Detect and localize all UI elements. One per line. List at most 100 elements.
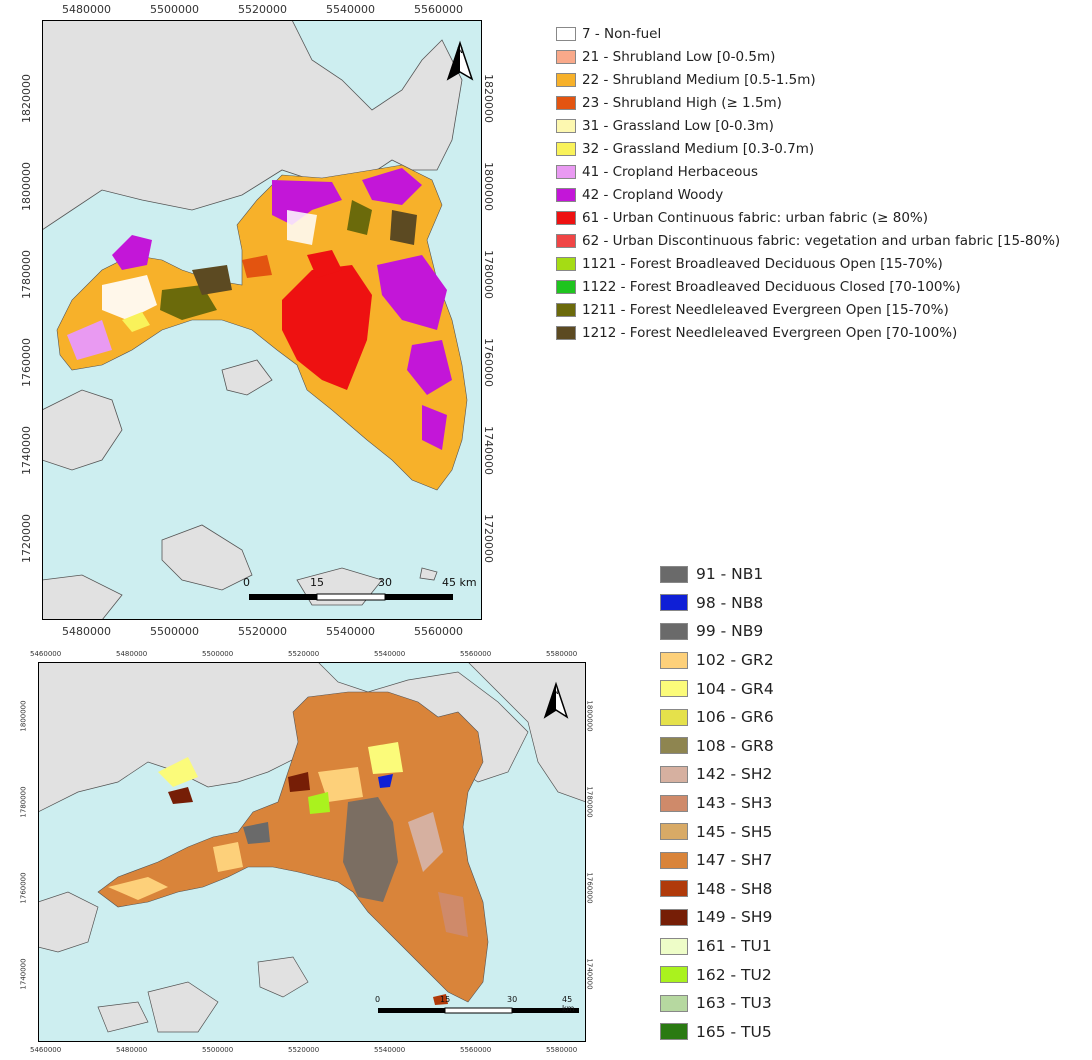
- map1-ytick-right-6: 1720000: [482, 514, 495, 563]
- legend-label: 22 - Shrubland Medium [0.5-1.5m): [582, 71, 816, 88]
- map2-ytick-right-4: 1740000: [585, 958, 594, 990]
- map2-xtick-top-1: 5460000: [30, 650, 62, 658]
- legend-item: 21 - Shrubland Low [0-0.5m): [556, 45, 1060, 68]
- legend-label: 32 - Grassland Medium [0.3-0.7m): [582, 140, 815, 157]
- map1-xtick-top-2: 5500000: [150, 3, 199, 16]
- map2-ytick-left-3: 1760000: [19, 872, 28, 904]
- legend-item: 161 - TU1: [660, 932, 774, 961]
- legend-label: 165 - TU5: [696, 1022, 772, 1041]
- fuel-region: [97, 691, 489, 1005]
- legend-label: 148 - SH8: [696, 879, 773, 898]
- legend-esa-fuel-types: 7 - Non-fuel 21 - Shrubland Low [0-0.5m)…: [556, 22, 1060, 344]
- legend-swatch: [660, 651, 688, 669]
- legend-swatch: [660, 680, 688, 698]
- legend-swatch: [660, 594, 688, 612]
- legend-label: 161 - TU1: [696, 937, 772, 956]
- legend-item: 1121 - Forest Broadleaved Deciduous Open…: [556, 252, 1060, 275]
- legend-label: 1211 - Forest Needleleaved Evergreen Ope…: [582, 301, 949, 318]
- map2-xtick-top-6: 5560000: [460, 650, 492, 658]
- legend-item: 91 - NB1: [660, 560, 774, 589]
- legend-swatch: [660, 708, 688, 726]
- legend-swatch: [556, 279, 576, 294]
- legend-item: 108 - GR8: [660, 732, 774, 761]
- map2-xtick-bottom-6: 5560000: [460, 1046, 492, 1054]
- legend-label: 142 - SH2: [696, 765, 773, 784]
- legend-label: 31 - Grassland Low [0-0.3m): [582, 117, 774, 134]
- map2-ytick-right-3: 1760000: [585, 872, 594, 904]
- legend-swatch: [660, 908, 688, 926]
- legend-item: 23 - Shrubland High (≥ 1.5m): [556, 91, 1060, 114]
- legend-item: 62 - Urban Discontinuous fabric: vegetat…: [556, 229, 1060, 252]
- map2-xtick-bottom-7: 5580000: [546, 1046, 578, 1054]
- legend-item: 7 - Non-fuel: [556, 22, 1060, 45]
- legend-swatch: [660, 794, 688, 812]
- map1-xtick-bottom-3: 5520000: [238, 625, 287, 638]
- legend-swatch: [556, 187, 576, 202]
- legend-label: 143 - SH3: [696, 794, 773, 813]
- legend-item: 42 - Cropland Woody: [556, 183, 1060, 206]
- legend-item: 149 - SH9: [660, 903, 774, 932]
- legend-label: 106 - GR6: [696, 708, 774, 727]
- map1-xtick-top-3: 5520000: [238, 3, 287, 16]
- legend-swatch: [660, 880, 688, 898]
- legend-label: 145 - SH5: [696, 822, 773, 841]
- map-bottom-canvas: N: [38, 662, 586, 1042]
- legend-swatch: [660, 565, 688, 583]
- fuel-map-bottom: N 0 15 30 45 km: [38, 662, 586, 1042]
- legend-swatch: [556, 49, 576, 64]
- scale-label-0: 0: [375, 995, 381, 1004]
- map1-xtick-top-5: 5560000: [414, 3, 463, 16]
- legend-swatch: [556, 141, 576, 156]
- legend-swatch: [556, 164, 576, 179]
- legend-swatch: [556, 302, 576, 317]
- legend-swatch: [660, 1023, 688, 1041]
- legend-label: 61 - Urban Continuous fabric: urban fabr…: [582, 209, 928, 226]
- map2-xtick-bottom-3: 5500000: [202, 1046, 234, 1054]
- scale-bar: [378, 1007, 579, 1014]
- legend-item: 142 - SH2: [660, 760, 774, 789]
- map2-xtick-top-3: 5500000: [202, 650, 234, 658]
- fuel-map-top: N 0 15 30 45 km: [42, 20, 482, 620]
- legend-item: 162 - TU2: [660, 960, 774, 989]
- legend-item: 102 - GR2: [660, 646, 774, 675]
- map2-ytick-right-1: 1800000: [585, 700, 594, 732]
- map1-xtick-top-1: 5480000: [62, 3, 111, 16]
- map1-ytick-left-2: 1800000: [20, 162, 33, 211]
- legend-label: 62 - Urban Discontinuous fabric: vegetat…: [582, 232, 1061, 249]
- legend-item: 61 - Urban Continuous fabric: urban fabr…: [556, 206, 1060, 229]
- map2-ytick-left-1: 1800000: [19, 700, 28, 732]
- legend-label: 41 - Cropland Herbaceous: [582, 163, 759, 180]
- legend-swatch: [660, 937, 688, 955]
- legend-label: 162 - TU2: [696, 965, 772, 984]
- legend-label: 99 - NB9: [696, 622, 764, 641]
- map1-ytick-left-4: 1760000: [20, 338, 33, 387]
- map1-ytick-right-2: 1800000: [482, 162, 495, 211]
- map1-ytick-right-1: 1820000: [482, 74, 495, 123]
- legend-swatch: [556, 26, 576, 41]
- map-frame: [38, 662, 586, 1042]
- legend-swatch: [556, 325, 576, 340]
- map2-xtick-bottom-4: 5520000: [288, 1046, 320, 1054]
- scale-label-0: 0: [243, 576, 250, 589]
- legend-swatch: [556, 233, 576, 248]
- legend-item: 143 - SH3: [660, 789, 774, 818]
- legend-swatch: [660, 966, 688, 984]
- legend-item: 104 - GR4: [660, 674, 774, 703]
- map2-ytick-left-2: 1780000: [19, 786, 28, 818]
- map1-ytick-left-1: 1820000: [20, 74, 33, 123]
- north-arrow-icon: N: [543, 681, 569, 719]
- legend-label: 108 - GR8: [696, 736, 774, 755]
- legend-label: 98 - NB8: [696, 593, 764, 612]
- legend-label: 102 - GR2: [696, 651, 774, 670]
- scale-label-15: 15: [440, 995, 451, 1004]
- legend-label: 149 - SH9: [696, 908, 773, 927]
- legend-item: 22 - Shrubland Medium [0.5-1.5m): [556, 68, 1060, 91]
- map1-ytick-left-6: 1720000: [20, 514, 33, 563]
- scale-label-15: 15: [310, 576, 324, 589]
- legend-label: 23 - Shrubland High (≥ 1.5m): [582, 94, 782, 111]
- legend-swatch: [556, 72, 576, 87]
- legend-swatch: [660, 851, 688, 869]
- legend-swatch: [556, 118, 576, 133]
- map-top-canvas: N: [42, 20, 482, 620]
- map2-ytick-left-4: 1740000: [19, 958, 28, 990]
